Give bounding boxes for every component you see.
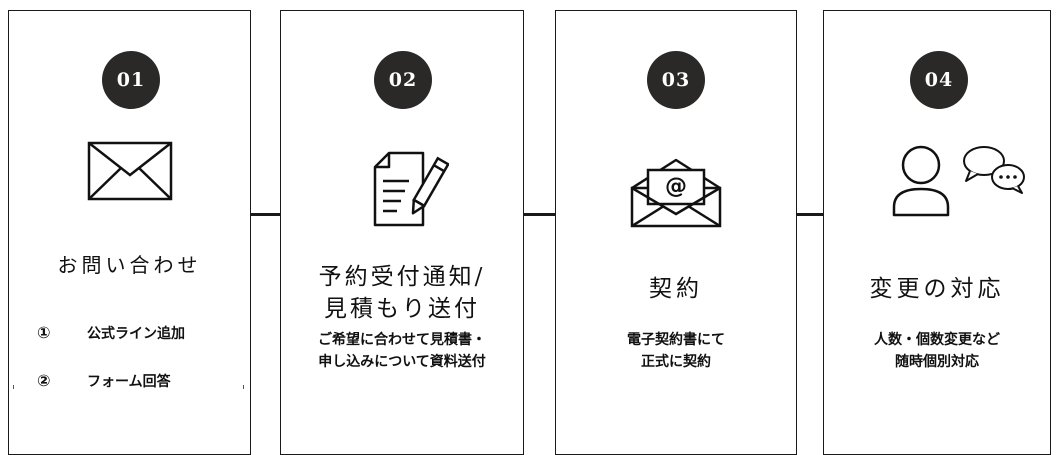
list-marker: ① (37, 323, 51, 342)
list-item: ① 公式ライン追加 (37, 323, 185, 343)
step-number-badge: 04 (910, 51, 968, 109)
person-chat-icon (892, 145, 1025, 217)
decorative-dot (243, 385, 244, 389)
step-description-line-1: ご希望に合わせて見積書・ (318, 332, 486, 348)
svg-text:@: @ (665, 174, 687, 199)
connector-line-2-3 (523, 213, 556, 216)
step-number-badge: 03 (647, 51, 705, 109)
step-description-line-2: 正式に契約 (641, 354, 711, 370)
step-description-line-2: 申し込みについて資料送付 (318, 354, 486, 370)
step-description-line-1: 人数・個数変更など (874, 332, 1000, 348)
step-number-badge: 01 (102, 51, 160, 109)
step-title-line-1: 予約受付通知/ (318, 264, 486, 290)
step-title: お問い合わせ (57, 253, 202, 277)
step-title-line-2: 見積もり送付 (324, 296, 480, 322)
list-item-label: 公式ライン追加 (87, 326, 185, 342)
step-card-02: 02 予約受付通知/ 見積もり送付 ご希望に合わせて見積書・ 申し込みについて資… (280, 10, 524, 455)
list-marker: ② (37, 371, 51, 390)
step-number-badge: 02 (374, 51, 432, 109)
step-title: 変更の対応 (869, 276, 1005, 302)
step-description-line-2: 随時個別対応 (895, 354, 979, 370)
list-item: ② フォーム回答 (37, 371, 171, 391)
step-card-03: 03 @ 契約 電子契約書にて 正式に契約 (555, 10, 797, 455)
step-title: 契約 (649, 276, 703, 302)
envelope-icon (87, 141, 173, 201)
step-description-line-1: 電子契約書にて (627, 332, 725, 348)
email-at-icon: @ (630, 158, 722, 228)
step-card-01: 01 お問い合わせ ① 公式ライン追加 ② フォーム回答 (8, 10, 251, 455)
step-card-04: 04 変更の対応 人数・個数変更など 随時個別対応 (823, 10, 1051, 455)
document-pen-icon (373, 151, 449, 227)
decorative-dot (13, 385, 14, 389)
connector-line-3-4 (796, 213, 823, 216)
connector-line-1-2 (250, 213, 281, 216)
list-item-label: フォーム回答 (87, 374, 171, 390)
